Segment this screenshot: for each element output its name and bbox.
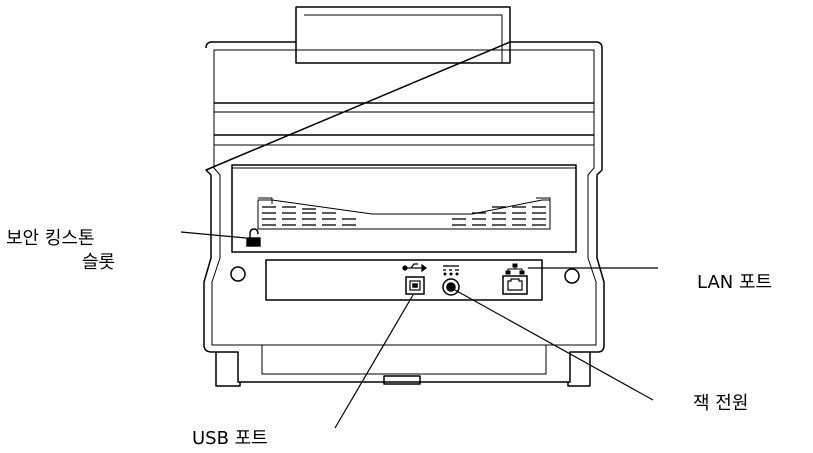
screw-hole-right [564,268,580,284]
foot-left [215,352,241,387]
vent-tab-right [536,197,551,204]
lock-icon [246,228,261,247]
vent-tab-left [258,197,273,204]
paper-tray-inner [304,14,503,63]
lan-port[interactable] [502,275,528,295]
kensington-label-line2: 슬롯 [82,252,116,273]
lan-port-label: LAN 포트 [697,272,773,293]
vent-grille [257,199,551,230]
paper-tray [295,6,511,64]
foot-right [567,352,591,387]
base-front [261,345,547,375]
usb-port-label: USB 포트 [192,428,268,449]
power-jack[interactable] [442,278,460,296]
screw-hole-left [230,266,246,282]
usb-port[interactable] [405,276,425,295]
network-icon [505,263,525,275]
power-jack-label: 잭 전원 [693,393,749,414]
leader-power [454,289,654,401]
center-notch [383,375,421,385]
kensington-label-line1: 보안 킹스톤 [6,228,95,249]
leader-kensington [180,231,247,239]
scanner-body-outline [203,41,605,383]
rear-cover [231,164,577,253]
leader-usb [334,294,414,429]
vent-slots [262,206,546,226]
scanner-body-inner [211,49,597,346]
dc-power-icon [443,265,459,276]
usb-icon [402,263,427,273]
port-panel [265,259,543,301]
